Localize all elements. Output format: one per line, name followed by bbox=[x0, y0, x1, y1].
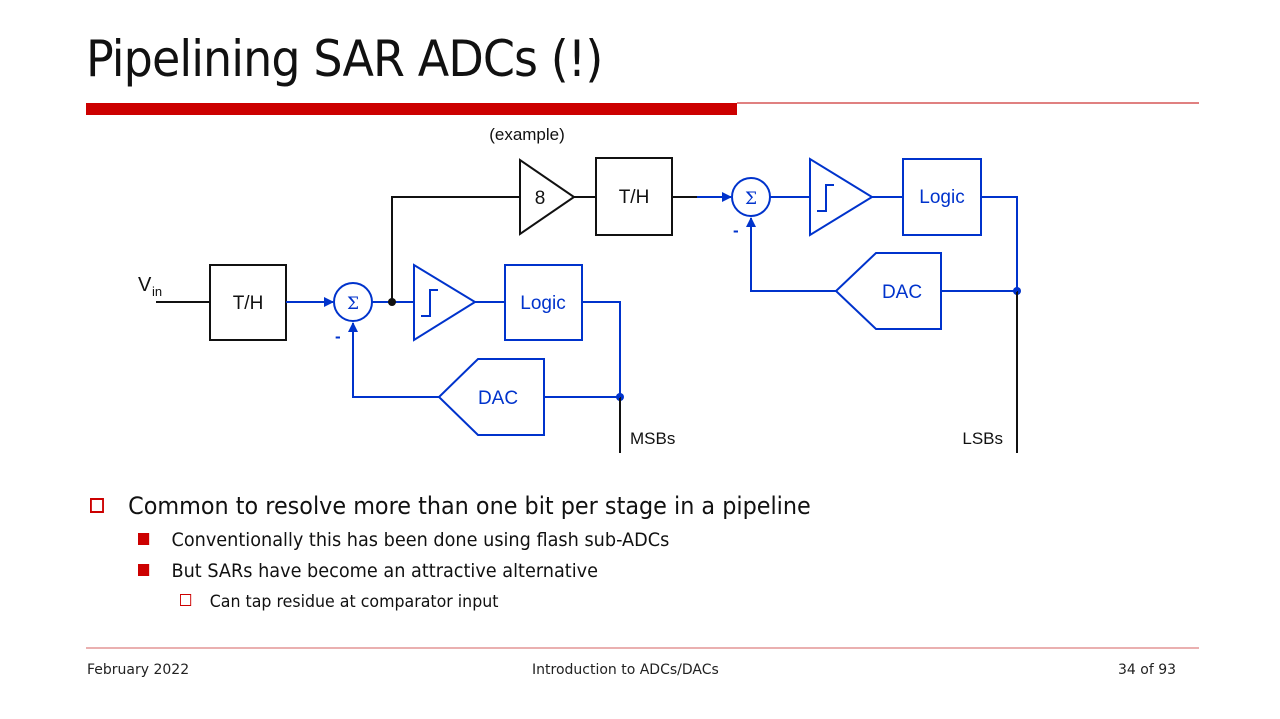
footer-date: February 2022 bbox=[87, 662, 190, 678]
bullet-level3: Can tap residue at comparator input bbox=[180, 592, 498, 612]
bullet-text: Conventionally this has been done using … bbox=[171, 529, 670, 551]
stage1-logic-label: Logic bbox=[520, 293, 565, 314]
stage2-dac-label: DAC bbox=[882, 282, 922, 303]
stage2-minus-sign: - bbox=[733, 221, 739, 240]
msb-output-label: MSBs bbox=[630, 429, 675, 448]
hollow-square-bullet-icon bbox=[180, 594, 192, 606]
stage1-minus-sign: - bbox=[335, 327, 341, 346]
interstage-track-hold-label: T/H bbox=[619, 187, 650, 208]
stage2-comparator bbox=[809, 157, 874, 237]
vin-label: V bbox=[138, 274, 152, 296]
residue-tap-wire bbox=[391, 196, 520, 302]
filled-square-bullet-icon bbox=[138, 532, 150, 545]
stage2-feedback-arrow bbox=[746, 217, 836, 292]
interstage-gain-label: 8 bbox=[535, 188, 546, 209]
stage1-dac-label: DAC bbox=[478, 388, 518, 409]
bullet-level2: Conventionally this has been done using … bbox=[138, 529, 669, 551]
stage1-comparator-step-icon bbox=[421, 289, 438, 317]
stage2-dac-block bbox=[834, 252, 942, 330]
title-underline-thick bbox=[86, 103, 737, 115]
bullet-text: Common to resolve more than one bit per … bbox=[128, 492, 811, 520]
footer-course-title: Introduction to ADCs/DACs bbox=[532, 662, 719, 678]
bullet-text: But SARs have become an attractive alter… bbox=[171, 560, 598, 582]
input-label: V in bbox=[138, 274, 162, 299]
example-label: (example) bbox=[489, 125, 565, 144]
bullet-level2: But SARs have become an attractive alter… bbox=[138, 560, 598, 582]
stage1-comparator bbox=[413, 263, 477, 342]
footer-divider bbox=[86, 647, 1199, 649]
stage1-logic-output-wire bbox=[582, 301, 621, 397]
vin-subscript: in bbox=[152, 284, 162, 299]
bullet-text: Can tap residue at comparator input bbox=[209, 592, 499, 612]
stage1-dac-block bbox=[437, 358, 545, 436]
title-underline-thin bbox=[737, 102, 1199, 104]
stage2-summer-symbol: Σ bbox=[745, 189, 757, 209]
stage2-comparator-step-icon bbox=[817, 184, 834, 212]
lsb-output-label: LSBs bbox=[962, 429, 1003, 448]
stage1-feedback-arrow bbox=[348, 322, 439, 398]
footer-page-number: 34 of 93 bbox=[1118, 662, 1177, 678]
stage1-track-hold-label: T/H bbox=[233, 293, 264, 314]
stage2-logic-output-wire bbox=[981, 196, 1018, 291]
stage1-summer-symbol: Σ bbox=[347, 294, 359, 314]
hollow-square-bullet-icon bbox=[90, 497, 104, 513]
filled-square-bullet-icon bbox=[138, 563, 150, 576]
interstage-gain-amp bbox=[519, 158, 576, 236]
slide-title: Pipelining SAR ADCs (!) bbox=[86, 30, 603, 88]
bullet-level1: Common to resolve more than one bit per … bbox=[90, 492, 811, 520]
stage2-logic-label: Logic bbox=[919, 187, 964, 208]
